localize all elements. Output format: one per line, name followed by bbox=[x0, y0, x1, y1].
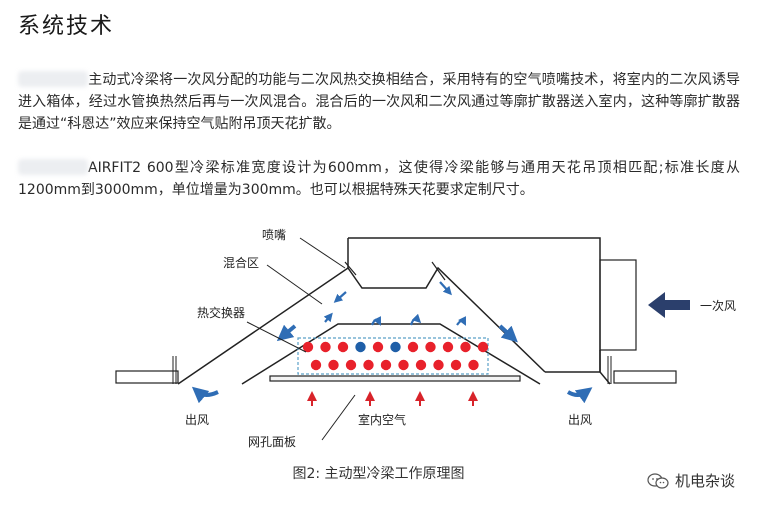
housing-outer bbox=[177, 266, 546, 385]
hot-tube bbox=[372, 341, 384, 353]
label-nozzle: 喷嘴 bbox=[262, 228, 286, 242]
cold-tube bbox=[355, 341, 366, 353]
hot-tube bbox=[380, 359, 392, 371]
primary-air-arrow-icon bbox=[648, 292, 690, 318]
hot-tube bbox=[328, 359, 339, 371]
hot-tube bbox=[415, 359, 427, 371]
nozzle-inner bbox=[344, 261, 446, 281]
hot-tube bbox=[345, 359, 357, 371]
perforated-panel bbox=[269, 375, 521, 382]
right-outlet-leg bbox=[599, 350, 611, 385]
label-primary-air: 一次风 bbox=[700, 299, 736, 313]
primary-air-duct bbox=[599, 259, 637, 351]
hot-tube bbox=[442, 341, 454, 353]
page-title: 系统技术 bbox=[18, 14, 115, 39]
hot-tube bbox=[363, 359, 374, 371]
redacted-brand bbox=[18, 159, 88, 175]
hot-tube bbox=[460, 341, 471, 353]
figure-caption-text: 图2: 主动型冷梁工作原理图 bbox=[292, 466, 465, 482]
paragraph-dimensions: AIRFIT2 600型冷梁标准宽度设计为600mm，这使得冷梁能够与通用天花吊… bbox=[18, 157, 740, 201]
label-room-air: 室内空气 bbox=[358, 412, 406, 427]
ceiling-left-hanger bbox=[172, 356, 177, 384]
hot-tube bbox=[320, 341, 331, 353]
induction-arrows bbox=[323, 281, 466, 326]
cold-tube bbox=[390, 341, 401, 353]
wechat-icon bbox=[647, 472, 669, 489]
watermark-text: 机电杂谈 bbox=[674, 472, 735, 490]
coil-tubes bbox=[302, 341, 489, 371]
paragraph-intro: 主动式冷梁将一次风分配的功能与二次风热交换相结合，采用特有的空气喷嘴技术，将室内… bbox=[18, 69, 740, 135]
hot-tube bbox=[407, 341, 419, 353]
heat-exchanger-box bbox=[297, 337, 489, 375]
primary-air-box bbox=[348, 237, 601, 373]
hot-tube bbox=[425, 341, 436, 353]
hot-tube bbox=[310, 359, 322, 371]
housing-inner bbox=[241, 323, 541, 385]
hot-tube bbox=[398, 359, 409, 371]
hot-tube bbox=[450, 359, 462, 371]
outlet-arrows bbox=[191, 324, 593, 404]
hot-tube bbox=[468, 359, 479, 371]
watermark: 机电杂谈 bbox=[647, 470, 735, 491]
ceiling-right-hanger bbox=[607, 356, 612, 384]
label-mixing-zone: 混合区 bbox=[223, 255, 259, 270]
label-outlet-left: 出风 bbox=[185, 413, 209, 427]
paragraph-dimensions-text: AIRFIT2 600型冷梁标准宽度设计为600mm，这使得冷梁能够与通用天花吊… bbox=[18, 160, 740, 198]
hot-tube bbox=[337, 341, 349, 353]
redacted-brand bbox=[18, 71, 88, 87]
hot-tube bbox=[477, 341, 489, 353]
paragraph-intro-text: 主动式冷梁将一次风分配的功能与二次风热交换相结合，采用特有的空气喷嘴技术，将室内… bbox=[18, 72, 740, 132]
label-perforated-panel: 网孔面板 bbox=[248, 435, 296, 449]
ceiling-right bbox=[613, 370, 677, 384]
leader-lines bbox=[246, 237, 356, 441]
ceiling-left bbox=[115, 370, 179, 384]
figure-caption: 图2: 主动型冷梁工作原理图 bbox=[0, 463, 757, 483]
label-heat-exchanger: 热交换器 bbox=[197, 305, 245, 320]
label-outlet-right: 出风 bbox=[568, 413, 592, 427]
hot-tube bbox=[302, 341, 314, 353]
room-air-arrows bbox=[307, 391, 478, 406]
hot-tube bbox=[433, 359, 444, 371]
